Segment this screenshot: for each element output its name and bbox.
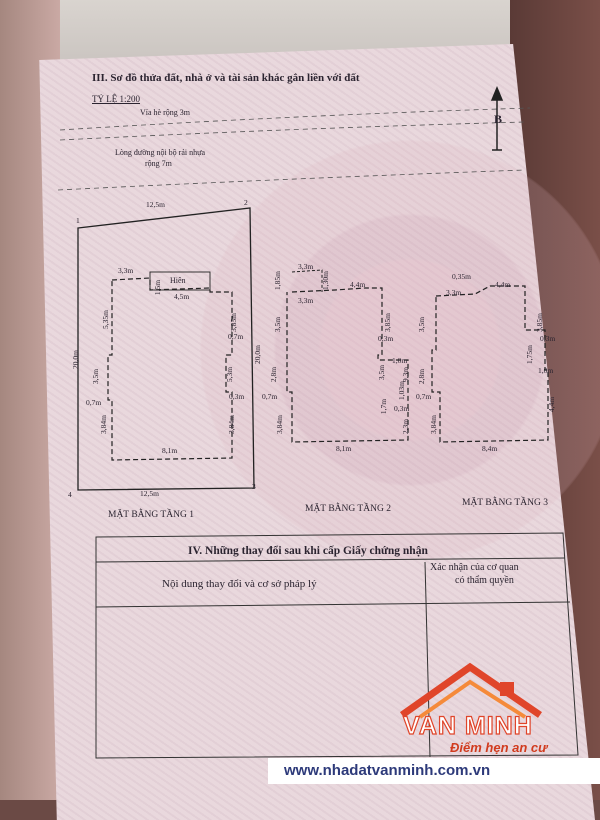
f3-dim-g: 3,84m [428, 415, 438, 434]
site-plan-drawing [57, 86, 579, 759]
floor3-caption: MẶT BẰNG TẦNG 3 [462, 498, 548, 508]
lot-corner-1: 1 [76, 216, 80, 225]
f3-dim-k: 1,75m [524, 345, 534, 364]
f1-dim-g: 0,7m [86, 398, 102, 407]
floor2-caption: MẶT BẰNG TẦNG 2 [305, 504, 391, 514]
f3-dim-i: 3,85m [534, 313, 544, 332]
f2-dim-i: 3,84m [274, 415, 284, 434]
floor1-porch [149, 271, 211, 291]
lot-corner-3: 3 [252, 482, 256, 491]
lot-top-dim: 12,5m [146, 200, 165, 209]
f1-dim-e: 5,35m [100, 310, 110, 329]
f1-dim-c: 1,5m [153, 279, 163, 296]
road-edge-line [59, 121, 526, 141]
f3-dim-d: 3,5m [417, 316, 427, 333]
f1-dim-h: 3,84m [98, 415, 108, 434]
brand-slogan: Điểm hẹn an cư [450, 740, 548, 755]
f1-porch-label: Hiên [170, 276, 186, 285]
f3-dim-e: 2,8m [417, 368, 427, 385]
f2-dim-g: 2,8m [269, 366, 279, 383]
confirmation-column-header-line2: có thẩm quyền [455, 575, 514, 586]
changes-column-header: Nội dung thay đổi và cơ sở pháp lý [162, 578, 317, 590]
floor3-outline [431, 285, 549, 443]
lot-bottom-dim: 12,5m [140, 489, 159, 498]
changes-table [95, 532, 579, 759]
f2-dim-o: 1,7m [379, 398, 389, 415]
f2-dim-e: 3,3m [298, 296, 314, 305]
f2-dim-s: 9,3m [401, 366, 411, 383]
road-label-line2: rộng 7m [145, 159, 172, 168]
f3-dim-m: 4,4m [547, 396, 557, 413]
f2-dim-r: 2,3m [401, 418, 411, 435]
f2-dim-m: 3,5m [377, 364, 387, 381]
f2-dim-h: 0,7m [262, 392, 278, 401]
f3-dim-c: 3,3m [446, 288, 462, 297]
north-label: B [494, 112, 503, 126]
confirmation-column-header-line1: Xác nhận của cơ quan [430, 562, 519, 573]
f3-dim-j: 0,3m [540, 334, 556, 343]
sidewalk-label: Vỉa hè rộng 3m [140, 108, 190, 117]
f2-dim-n: 1,0m [392, 356, 408, 365]
floor2-outline [286, 287, 409, 443]
floor1-outline [107, 277, 233, 461]
lot-left-dim: 20,0m [70, 350, 80, 369]
lot-corner-4: 4 [68, 490, 72, 499]
lot-corner-2: 2 [244, 198, 248, 207]
f2-dim-l: 0,3m [378, 334, 394, 343]
f1-dim-f: 3,5m [91, 368, 101, 385]
f2-dim-c: 1,85m [272, 271, 282, 290]
f1-dim-n: 3,84m [226, 415, 236, 434]
f1-dim-l: 5,3m [225, 366, 235, 383]
f1-dim-d: 4,5m [174, 292, 190, 301]
lot-right-dim: 20,0m [252, 345, 262, 364]
f2-dim-q: 1,03m [396, 381, 406, 400]
section3-title: III. Sơ đồ thửa đất, nhà ở và tài sản kh… [92, 72, 360, 84]
f1-dim-a: 3,3m [118, 266, 134, 275]
f3-dim-h: 8,4m [482, 444, 498, 453]
f1-dim-i: 8,1m [162, 446, 178, 455]
f1-dim-m: 0,3m [229, 392, 245, 401]
road-label-line1: Lòng đường nội bộ rải nhựa [115, 148, 205, 157]
floor1-caption: MẶT BẰNG TẦNG 1 [108, 510, 194, 520]
f3-dim-f: 0,7m [416, 392, 432, 401]
section4-title: IV. Những thay đổi sau khi cấp Giấy chứn… [188, 545, 428, 557]
f2-dim-f: 3,5m [273, 316, 283, 333]
f3-dim-l: 1,0m [538, 366, 554, 375]
f1-dim-k: 0,7m [228, 332, 244, 341]
f2-dim-j: 8,1m [336, 444, 352, 453]
f3-dim-a: 0,35m [452, 272, 471, 281]
website-url: www.nhadatvanminh.com.vn [284, 762, 491, 779]
scale-label: TỶ LỆ 1:200 [92, 94, 140, 104]
national-emblem-watermark [200, 140, 600, 560]
f2-dim-d: 1,30m [320, 271, 330, 290]
north-arrow [490, 86, 504, 151]
sidewalk-line [59, 107, 531, 131]
f2-dim-a: 3,3m [298, 262, 314, 271]
floor2-balcony [291, 269, 323, 292]
lot-boundary [77, 207, 255, 491]
van-minh-logo-icon [399, 662, 542, 719]
f2-dim-p: 0,3m [394, 404, 410, 413]
f2-dim-k: 3,85m [382, 313, 392, 332]
road-edge-line-2 [57, 169, 526, 191]
brand-name: VAN MINH [402, 711, 533, 740]
f1-dim-j: 3,85m [228, 313, 238, 332]
f2-dim-b: 4,4m [350, 280, 366, 289]
url-banner [268, 758, 600, 784]
f3-dim-b: 4,4m [495, 280, 511, 289]
